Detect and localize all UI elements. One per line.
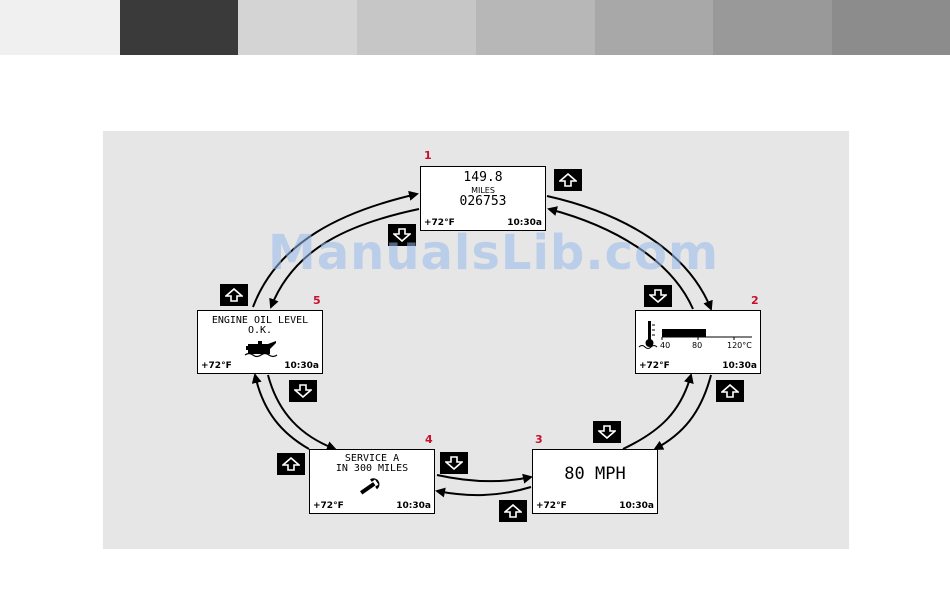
up-arrow-icon (282, 457, 300, 471)
up-button-near-3[interactable] (499, 500, 527, 522)
swatch-3 (238, 0, 357, 55)
down-button-near-4[interactable] (440, 452, 468, 474)
swatch-6 (595, 0, 713, 55)
down-arrow-icon (445, 456, 463, 470)
down-arrow-icon (294, 384, 312, 398)
screen-1-trip-display: 149.8 MILES 026753 +72°F 10:30a (420, 166, 546, 231)
up-arrow-icon (721, 384, 739, 398)
screen-number-1: 1 (424, 149, 432, 162)
outside-temp: +72°F (536, 501, 567, 511)
coolant-gauge: 40 80 120°C (636, 311, 760, 355)
clock: 10:30a (722, 361, 757, 371)
outside-temp: +72°F (313, 501, 344, 511)
down-button-near-3[interactable] (593, 421, 621, 443)
clock: 10:30a (396, 501, 431, 511)
thermometer-icon (639, 321, 657, 349)
down-button-near-2[interactable] (644, 285, 672, 307)
scale-start: 40 (660, 341, 670, 350)
odometer-value: 026753 (421, 194, 545, 209)
down-arrow-icon (649, 289, 667, 303)
swatch-5 (476, 0, 595, 55)
arrow-3-to-2 (623, 375, 691, 449)
clock: 10:30a (619, 501, 654, 511)
trip-value: 149.8 (421, 170, 545, 185)
swatch-4 (357, 0, 476, 55)
scale-mid: 80 (692, 341, 702, 350)
swatch-1 (0, 0, 120, 55)
coolant-level-bar (662, 329, 706, 337)
screen-number-2: 2 (751, 294, 759, 307)
screen-number-5: 5 (313, 294, 321, 307)
up-button-near-2[interactable] (716, 380, 744, 402)
screen-4-service-display: SERVICE A IN 300 MILES +72°F 10:30a (309, 449, 435, 514)
down-arrow-icon (598, 425, 616, 439)
wrench-icon (356, 476, 386, 496)
screen-number-4: 4 (425, 433, 433, 446)
oil-line-2: O.K. (198, 325, 322, 336)
screen-number-3: 3 (535, 433, 543, 446)
diagram-panel: 1 149.8 MILES 026753 +72°F 10:30a 2 4 (103, 131, 849, 549)
up-button-near-1[interactable] (554, 169, 582, 191)
watermark: ManualsLib.com (268, 225, 719, 281)
down-button-near-5[interactable] (289, 380, 317, 402)
up-button-near-4[interactable] (277, 453, 305, 475)
scale-end: 120°C (727, 341, 752, 350)
up-button-near-5[interactable] (220, 284, 248, 306)
clock: 10:30a (284, 361, 319, 371)
screen-2-coolant-display: 40 80 120°C +72°F 10:30a (635, 310, 761, 374)
speed-value: 80 MPH (533, 464, 657, 484)
outside-temp: +72°F (639, 361, 670, 371)
color-calibration-bar (0, 0, 950, 55)
up-arrow-icon (559, 173, 577, 187)
up-arrow-icon (504, 504, 522, 518)
screen-3-speed-display: 80 MPH +72°F 10:30a (532, 449, 658, 514)
swatch-8 (832, 0, 950, 55)
outside-temp: +72°F (201, 361, 232, 371)
oil-can-icon (244, 338, 278, 358)
arrow-3-to-4 (437, 487, 531, 495)
arrow-4-to-3 (437, 475, 531, 481)
service-line-2: IN 300 MILES (310, 463, 434, 474)
swatch-2 (120, 0, 238, 55)
arrow-2-to-3 (655, 375, 711, 449)
screen-5-oil-display: ENGINE OIL LEVEL O.K. +72°F 10:30a (197, 310, 323, 374)
swatch-7 (713, 0, 832, 55)
up-arrow-icon (225, 288, 243, 302)
